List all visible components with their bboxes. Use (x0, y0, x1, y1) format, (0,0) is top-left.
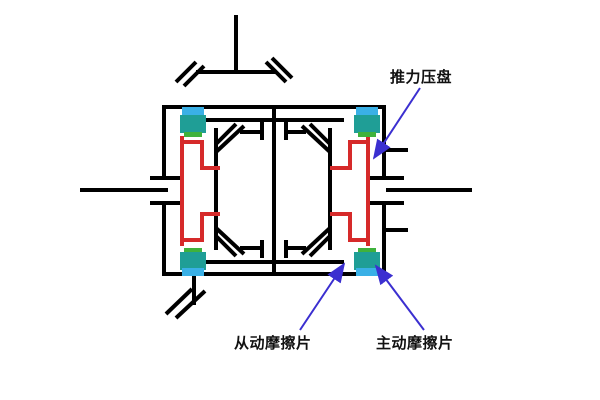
friction-pack-bottom-right (354, 248, 380, 276)
lower-output-shaft (164, 274, 207, 320)
friction-green (358, 248, 376, 253)
friction-plate (180, 252, 206, 270)
friction-plate (354, 252, 380, 270)
friction-teeth (182, 107, 204, 117)
driven-friction-plate-label: 从动摩擦片 (234, 334, 312, 352)
input-shaft (196, 15, 276, 74)
left-side-gear (214, 122, 264, 258)
friction-pack-top-left (180, 107, 206, 137)
right-pressure-plate (330, 136, 370, 246)
drive-friction-plate-arrow (374, 264, 425, 331)
pressure-plate-label: 推力压盘 (390, 68, 453, 86)
friction-green (358, 132, 376, 137)
ring-gear-teeth (174, 56, 294, 88)
driven-friction-plate-arrow (299, 262, 346, 331)
friction-pack-bottom-left (180, 248, 206, 276)
friction-teeth (356, 107, 378, 117)
friction-plate (354, 115, 380, 133)
friction-pack-top-right (354, 107, 380, 137)
friction-plate (180, 115, 206, 133)
right-side-gear (284, 122, 332, 258)
pressure-plate-arrow (372, 87, 421, 160)
drive-friction-plate-label: 主动摩擦片 (376, 334, 454, 352)
left-pressure-plate (180, 136, 220, 246)
friction-green (184, 132, 202, 137)
friction-teeth (356, 268, 378, 276)
friction-green (184, 248, 202, 253)
friction-teeth (182, 268, 204, 276)
